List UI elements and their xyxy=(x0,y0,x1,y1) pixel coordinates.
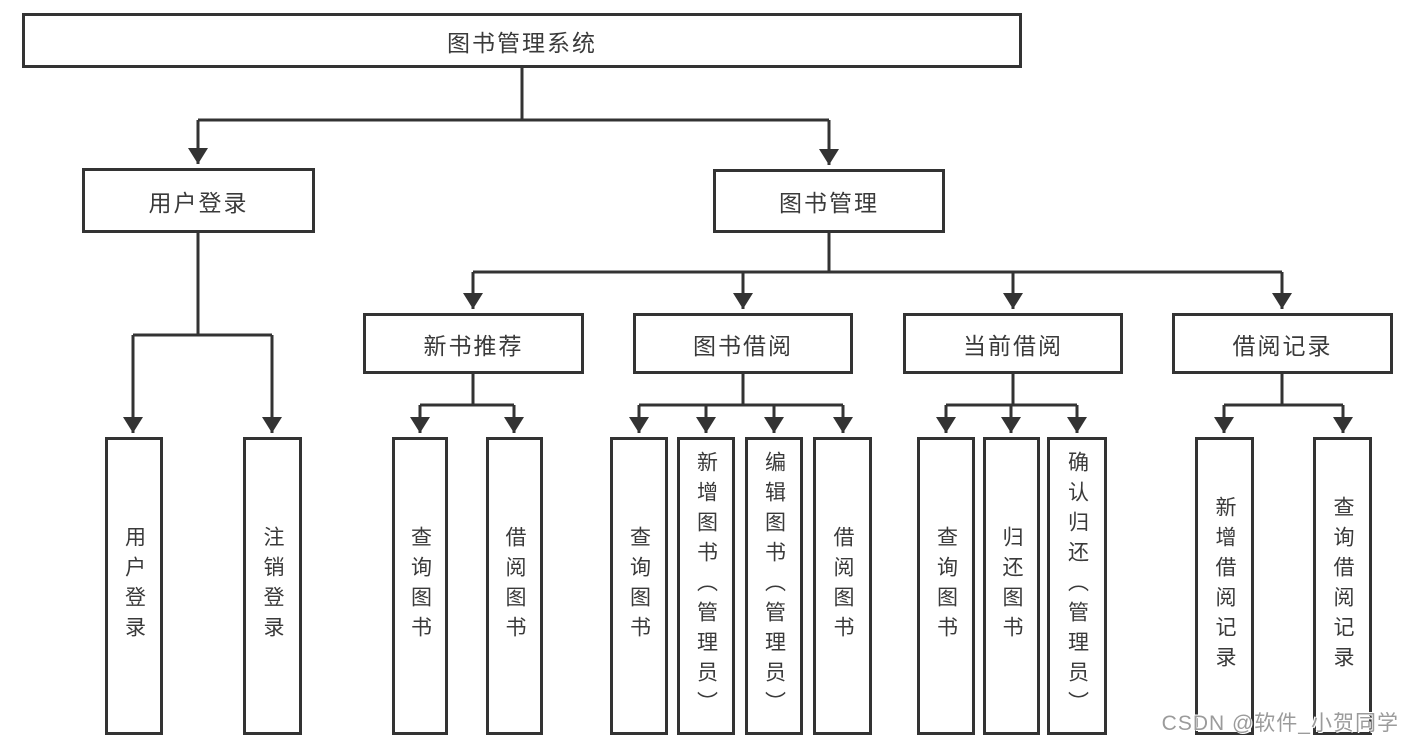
node-current-borrowing: 当前借阅 xyxy=(903,313,1123,374)
node-user-login: 用户登录 xyxy=(82,168,315,233)
node-leaf-user-login: 用户登录 xyxy=(105,437,163,735)
node-borrow-records: 借阅记录 xyxy=(1172,313,1393,374)
connector-arrows xyxy=(123,120,1353,433)
node-leaf-query-borrow-record: 查询借阅记录 xyxy=(1313,437,1372,735)
node-book-borrowing: 图书借阅 xyxy=(633,313,853,374)
node-leaf-edit-book-admin: 编辑图书（管理员） xyxy=(745,437,803,735)
node-leaf-borrow-books-borrowing: 借阅图书 xyxy=(813,437,872,735)
node-leaf-add-book-admin: 新增图书（管理员） xyxy=(677,437,735,735)
node-leaf-borrow-books-recommend: 借阅图书 xyxy=(486,437,543,735)
csdn-watermark: CSDN @软件_小贺同学 xyxy=(1161,712,1399,735)
node-root: 图书管理系统 xyxy=(22,13,1022,68)
node-new-book-recommend: 新书推荐 xyxy=(363,313,584,374)
node-leaf-add-borrow-record: 新增借阅记录 xyxy=(1195,437,1254,735)
connector-rails xyxy=(133,68,1343,407)
node-leaf-query-books-borrowing: 查询图书 xyxy=(610,437,668,735)
node-book-management: 图书管理 xyxy=(713,169,945,233)
node-leaf-confirm-return-admin: 确认归还（管理员） xyxy=(1047,437,1107,735)
node-leaf-query-books-recommend: 查询图书 xyxy=(392,437,448,735)
node-leaf-query-books-current: 查询图书 xyxy=(917,437,975,735)
node-leaf-logout: 注销登录 xyxy=(243,437,302,735)
node-leaf-return-book: 归还图书 xyxy=(983,437,1040,735)
